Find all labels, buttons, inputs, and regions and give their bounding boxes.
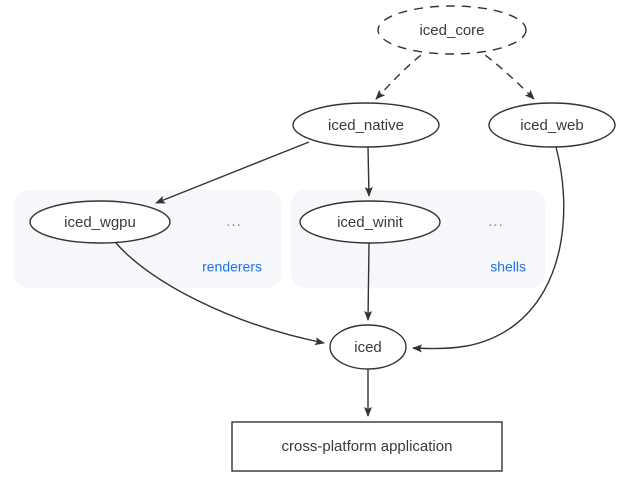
cluster-renderers-label: renderers bbox=[202, 259, 262, 275]
node-iced-label: iced bbox=[354, 339, 382, 356]
node-iced-winit[interactable]: iced_winit bbox=[299, 200, 441, 244]
edge-iced-winit-to-iced bbox=[364, 242, 373, 321]
node-iced-wgpu[interactable]: iced_wgpu bbox=[29, 200, 171, 244]
node-iced-native-label: iced_native bbox=[328, 117, 404, 134]
edge-iced-native-to-iced-winit bbox=[364, 146, 373, 197]
node-iced-native[interactable]: iced_native bbox=[292, 102, 440, 148]
edge-iced-wgpu-to-iced bbox=[115, 242, 325, 346]
node-iced-wgpu-label: iced_wgpu bbox=[64, 214, 136, 231]
cluster-shells-ellipsis: ... bbox=[488, 213, 504, 230]
edge-iced-core-to-iced-native bbox=[375, 46, 433, 100]
node-iced-shape[interactable] bbox=[329, 324, 407, 370]
node-iced-web-label: iced_web bbox=[520, 117, 583, 134]
edge-iced-core-to-iced-web bbox=[473, 46, 535, 100]
node-iced-wgpu-shape[interactable] bbox=[29, 200, 171, 244]
node-iced-web-shape[interactable] bbox=[488, 102, 616, 148]
node-iced-core-shape[interactable] bbox=[377, 5, 527, 55]
node-application-shape[interactable] bbox=[231, 421, 503, 472]
node-iced[interactable]: iced bbox=[329, 324, 407, 370]
node-iced-core-label: iced_core bbox=[419, 22, 484, 39]
node-application[interactable]: cross-platform application bbox=[231, 421, 503, 472]
edges-layer bbox=[115, 46, 565, 417]
node-iced-web[interactable]: iced_web bbox=[488, 102, 616, 148]
edge-iced-native-to-iced-wgpu bbox=[155, 141, 310, 204]
node-application-label: cross-platform application bbox=[282, 438, 453, 455]
cluster-renderers-ellipsis: ... bbox=[226, 213, 242, 230]
cluster-renderers: ... renderers bbox=[14, 190, 281, 288]
node-iced-winit-label: iced_winit bbox=[337, 214, 404, 231]
node-iced-core[interactable]: iced_core bbox=[377, 5, 527, 55]
cluster-shells-label: shells bbox=[490, 259, 526, 275]
edge-iced-web-to-iced bbox=[412, 146, 565, 353]
node-iced-winit-shape[interactable] bbox=[299, 200, 441, 244]
node-iced-native-shape[interactable] bbox=[292, 102, 440, 148]
